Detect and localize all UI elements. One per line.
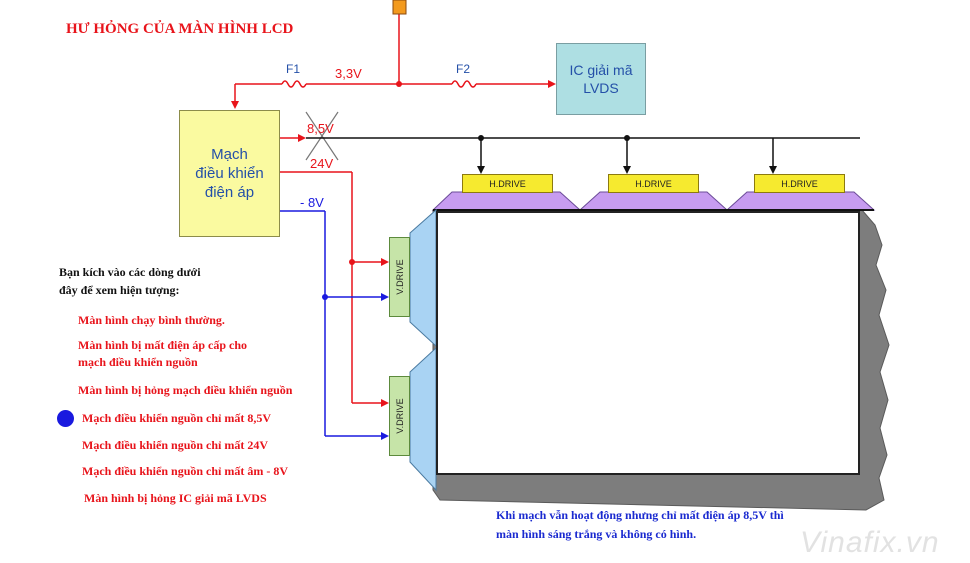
fault-options-list: Màn hình chạy bình thường. Màn hình bị m…: [78, 312, 338, 512]
option-lost-supply-label-2: mạch điều khiển nguồn: [78, 355, 198, 369]
power-source-connector: [392, 0, 407, 15]
option-lost-supply[interactable]: Màn hình bị mất điện áp cấp cho mạch điề…: [78, 337, 247, 371]
option-lost-neg8v-label: Mạch điều khiển nguồn chỉ mất âm - 8V: [82, 464, 289, 478]
v-drive-strip-2: [409, 346, 437, 492]
instructions-line2: đây để xem hiện tượng:: [59, 283, 180, 297]
h-drive-chip-2: H.DRIVE: [608, 174, 699, 193]
option-lost-24v-label: Mạch điều khiển nguồn chỉ mất 24V: [82, 438, 269, 452]
fuse-f2-symbol: [451, 80, 477, 88]
watermark: Vinafix.vn: [800, 526, 940, 559]
voltage-24v-label: 24V: [310, 156, 334, 171]
v-drive-chip-1: V.DRIVE: [389, 237, 410, 317]
voltage-driver-box: Mạch điều khiển điện áp: [179, 110, 280, 237]
h-drive-strip-3: [725, 191, 876, 211]
ic-lvds-box: IC giải mã LVDS: [556, 43, 646, 115]
driver-label-line3: điện áp: [204, 184, 255, 201]
voltage-8v5-label: 8,5V: [307, 121, 334, 136]
option-normal[interactable]: Màn hình chạy bình thường.: [78, 312, 225, 329]
v-drive-chip-2-label: V.DRIVE: [394, 398, 405, 434]
option-lvds-broken[interactable]: Màn hình bị hỏng IC giải mã LVDS: [84, 490, 267, 507]
option-lost-8v5[interactable]: Mạch điều khiển nguồn chỉ mất 8,5V: [82, 410, 271, 427]
h-drive-chip-1: H.DRIVE: [462, 174, 553, 193]
v-drive-strip-1: [409, 208, 437, 348]
option-normal-label: Màn hình chạy bình thường.: [78, 313, 225, 327]
option-lost-8v5-label: Mạch điều khiển nguồn chỉ mất 8,5V: [82, 411, 272, 425]
v-drive-chip-1-label: V.DRIVE: [394, 259, 405, 295]
option-driver-broken-label: Màn hình bị hỏng mạch điều khiển nguồn: [78, 383, 293, 397]
option-lost-24v[interactable]: Mạch điều khiển nguồn chỉ mất 24V: [82, 437, 268, 454]
driver-label-line2: điều khiển: [195, 165, 264, 182]
voltage-3v3-label: 3,3V: [335, 66, 362, 81]
description-line2: màn hình sáng trắng và không có hình.: [496, 527, 697, 541]
fuse-f2-label: F2: [456, 62, 471, 76]
page-title: HƯ HỎNG CỦA MÀN HÌNH LCD: [66, 21, 294, 37]
fault-description: Khi mạch vẫn hoạt động nhưng chỉ mất điệ…: [496, 506, 826, 544]
ic-label-line1: IC giải mã: [569, 62, 633, 78]
selected-option-indicator: [57, 410, 74, 427]
description-line1: Khi mạch vẫn hoạt động nhưng chỉ mất điệ…: [496, 508, 784, 522]
h-drive-chip-3: H.DRIVE: [754, 174, 845, 193]
instructions-line1: Bạn kích vào các dòng dưới: [59, 265, 201, 279]
v-drive-chip-2: V.DRIVE: [389, 376, 410, 456]
driver-label-line1: Mạch: [211, 146, 248, 163]
option-lvds-broken-label: Màn hình bị hỏng IC giải mã LVDS: [84, 491, 267, 505]
instructions: Bạn kích vào các dòng dưới đây để xem hi…: [59, 263, 201, 299]
option-driver-broken[interactable]: Màn hình bị hỏng mạch điều khiển nguồn: [78, 382, 292, 399]
voltage-neg8v-label: - 8V: [300, 195, 324, 210]
h-drive-strip-1: [431, 191, 582, 211]
option-lost-supply-label-1: Màn hình bị mất điện áp cấp cho: [78, 338, 248, 352]
fuse-f1-label: F1: [286, 62, 301, 76]
h-drive-strip-2: [578, 191, 729, 211]
screen-area: [436, 211, 860, 475]
ic-label-line2: LVDS: [583, 80, 619, 96]
fuse-f1-symbol: [281, 80, 307, 88]
option-lost-neg8v[interactable]: Mạch điều khiển nguồn chỉ mất âm - 8V: [82, 463, 288, 480]
